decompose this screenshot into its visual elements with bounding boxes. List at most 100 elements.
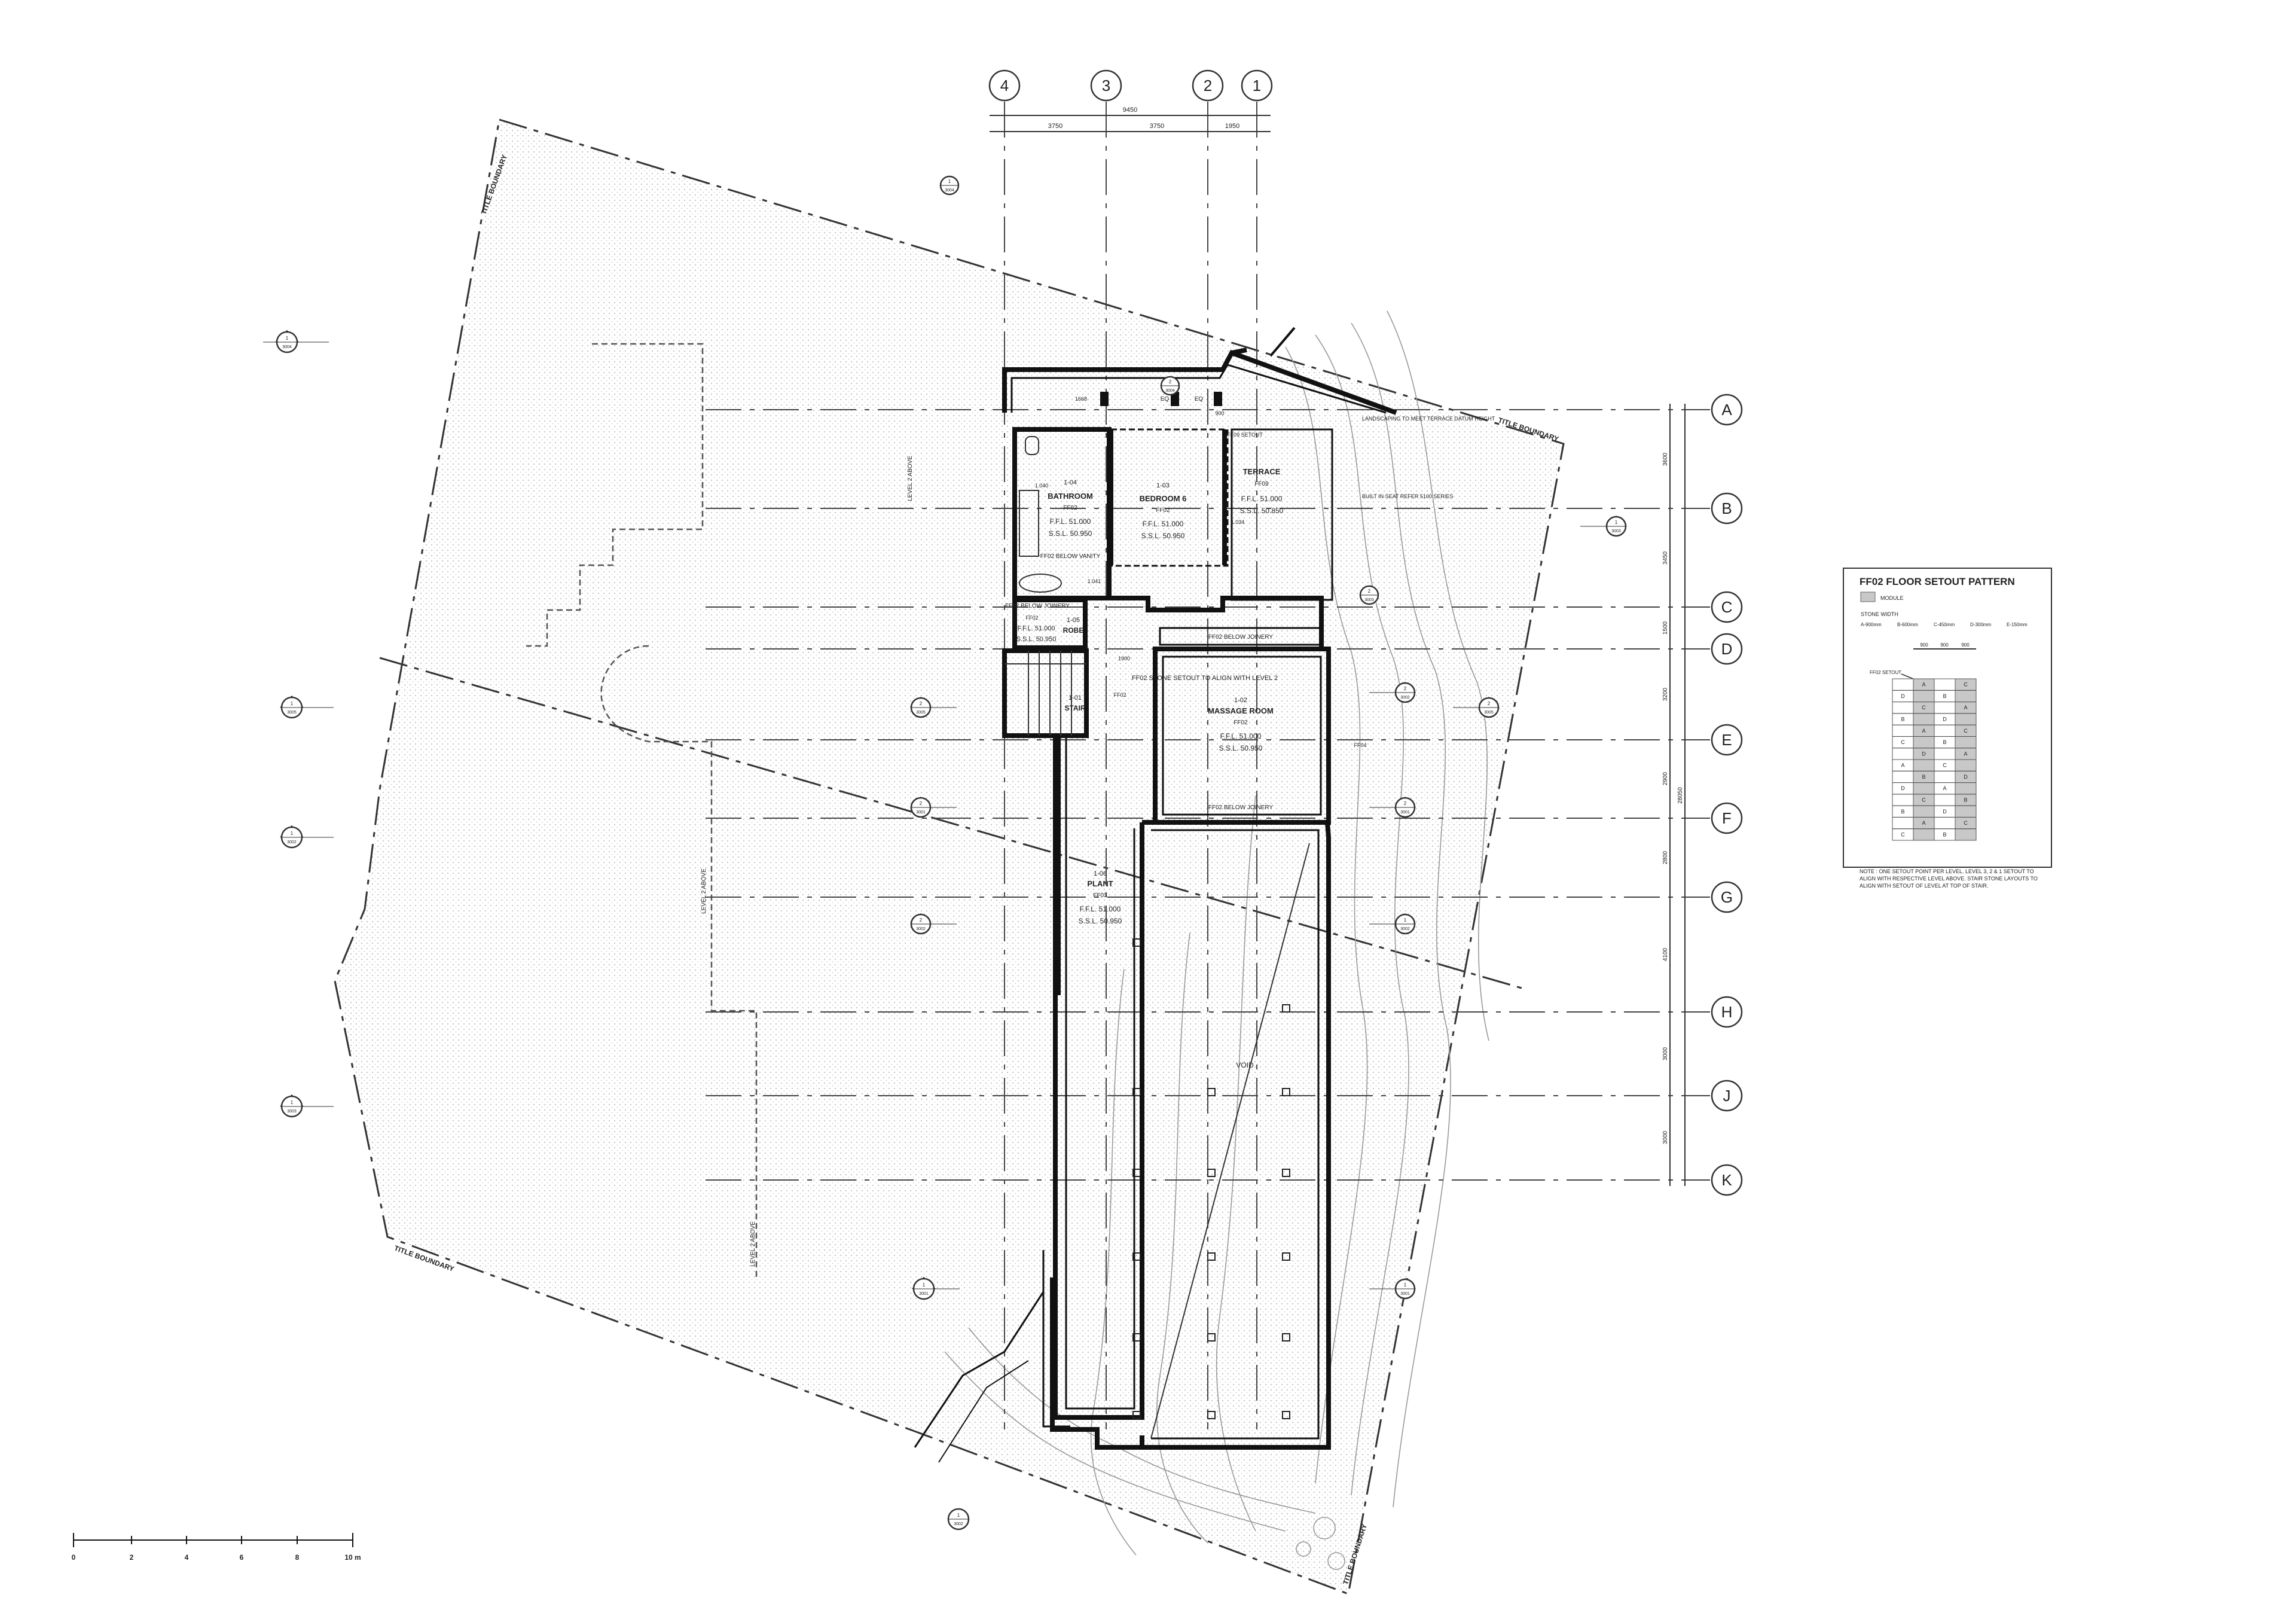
svg-text:1: 1	[948, 179, 951, 184]
grid-bubble-H: H	[1711, 996, 1743, 1028]
room-stair: 1-01 STAIR	[1064, 694, 1085, 712]
svg-text:BATHROOM: BATHROOM	[1048, 492, 1093, 501]
svg-text:3003: 3003	[1611, 529, 1621, 533]
svg-text:LANDSCAPING TO MEET TERRACE DA: LANDSCAPING TO MEET TERRACE DATUM HEIGHT	[1362, 416, 1495, 422]
svg-text:F.F.L. 51.000: F.F.L. 51.000	[1080, 905, 1121, 913]
svg-text:BUILT IN SEAT REFER 5100 SERIE: BUILT IN SEAT REFER 5100 SERIES	[1362, 493, 1453, 499]
svg-text:3001: 3001	[1400, 1292, 1410, 1296]
module-label: MODULE	[1880, 595, 1904, 601]
svg-text:FF02 BELOW VANITY: FF02 BELOW VANITY	[1040, 553, 1101, 560]
scale-bar: 0 2 4 6 8 10 m	[72, 1533, 361, 1562]
room-terrace: TERRACE FF09 F.F.L. 51.000 S.S.L. 50.850	[1240, 467, 1284, 515]
svg-text:3005: 3005	[287, 711, 297, 715]
svg-text:H: H	[1721, 1003, 1733, 1021]
svg-text:1.041: 1.041	[1088, 578, 1101, 584]
svg-text:3750: 3750	[1150, 123, 1164, 130]
pattern-cell-label: B	[1964, 797, 1967, 803]
svg-text:900: 900	[1940, 642, 1949, 648]
section-mark: 1 3001	[912, 1277, 960, 1300]
svg-text:2: 2	[1169, 379, 1172, 385]
svg-text:EQ: EQ	[1161, 396, 1170, 403]
pattern-cell-label: C	[1964, 682, 1968, 688]
section-mark: 2 3004	[1160, 376, 1180, 396]
pattern-cell-label: D	[1922, 751, 1926, 757]
svg-text:3002: 3002	[1400, 696, 1410, 700]
legend-note: NOTE : ONE SETOUT POINT PER LEVEL. LEVEL…	[1860, 868, 2038, 889]
svg-text:3002: 3002	[1400, 927, 1410, 931]
topography-lines	[944, 310, 1489, 1570]
svg-text:A: A	[1721, 401, 1732, 419]
svg-text:STAIR: STAIR	[1064, 704, 1085, 712]
svg-text:3001: 3001	[919, 1292, 929, 1296]
svg-text:FF02: FF02	[1234, 719, 1248, 726]
level-2-above-label-b: LEVEL 2 ABOVE	[701, 868, 707, 914]
svg-text:1: 1	[291, 701, 294, 706]
svg-text:1: 1	[1404, 917, 1407, 923]
svg-text:A-900mm: A-900mm	[1861, 622, 1882, 627]
svg-text:2: 2	[920, 701, 923, 706]
svg-text:1500: 1500	[1662, 621, 1669, 635]
grid-bubble-F: F	[1711, 802, 1743, 834]
internal-boundary	[379, 657, 1528, 991]
svg-text:FF02: FF02	[1063, 505, 1077, 511]
fixtures	[1019, 392, 1222, 593]
svg-text:S.S.L. 50.950: S.S.L. 50.950	[1049, 529, 1092, 538]
svg-text:1-04: 1-04	[1064, 479, 1077, 486]
svg-text:K: K	[1721, 1171, 1732, 1189]
svg-text:3: 3	[1102, 77, 1110, 94]
level-2-above-outline	[526, 343, 704, 647]
svg-text:9450: 9450	[1123, 106, 1137, 114]
svg-text:2: 2	[1404, 801, 1407, 806]
svg-text:S.S.L. 50.950: S.S.L. 50.950	[1219, 744, 1263, 752]
grid-bubble-4: 4	[988, 69, 1021, 102]
room-bedroom-6: 1-03 BEDROOM 6 FF02 F.F.L. 51.000 S.S.L.…	[1140, 482, 1187, 540]
svg-text:3005: 3005	[916, 711, 926, 715]
pattern-cell-label: C	[1901, 831, 1905, 837]
row-bubbles: A B C D E F G H J K	[1711, 394, 1743, 1196]
column-dimensions: 9450 3750 3750 1950	[990, 106, 1271, 132]
pattern-cell-label: B	[1901, 717, 1904, 722]
svg-text:1-01: 1-01	[1068, 694, 1082, 702]
svg-text:900: 900	[1961, 642, 1970, 648]
pattern-cell	[1955, 828, 1977, 841]
grid-bubble-3: 3	[1090, 69, 1122, 102]
grid-bubble-1: 1	[1241, 69, 1273, 102]
svg-text:3004: 3004	[1165, 389, 1175, 393]
legend-box: FF02 FLOOR SETOUT PATTERN MODULE STONE W…	[1843, 568, 2052, 868]
svg-text:3001: 3001	[916, 810, 926, 815]
module-swatch	[1860, 592, 1876, 602]
pattern-cell-label: A	[1901, 763, 1904, 769]
svg-text:3450: 3450	[1662, 551, 1669, 565]
pattern-cell-label: A	[1922, 682, 1925, 688]
svg-text:B: B	[1721, 499, 1732, 517]
svg-text:3200: 3200	[1662, 687, 1669, 701]
svg-text:FF02 BELOW JOINERY: FF02 BELOW JOINERY	[1208, 804, 1274, 811]
svg-text:3001: 3001	[1400, 810, 1410, 815]
room-bathroom: 1-04 BATHROOM FF02 F.F.L. 51.000 S.S.L. …	[1040, 479, 1101, 560]
svg-text:1900: 1900	[1118, 655, 1130, 661]
svg-text:1: 1	[1253, 77, 1261, 94]
svg-text:FF09 SETOUT: FF09 SETOUT	[1227, 432, 1263, 438]
pattern-cell-label: C	[1964, 728, 1968, 734]
grid-bubble-K: K	[1711, 1164, 1743, 1196]
room-robe: FF02 BELOW JOINERY 1-05 ROBE FF02 F.F.L.…	[1005, 603, 1083, 643]
svg-text:E: E	[1721, 731, 1732, 749]
pattern-cell-label: C	[1964, 820, 1968, 826]
svg-text:3002: 3002	[287, 840, 297, 844]
svg-text:TERRACE: TERRACE	[1243, 467, 1281, 476]
svg-text:3750: 3750	[1048, 123, 1062, 130]
svg-text:1-05: 1-05	[1067, 617, 1080, 624]
row-dimensions: 3600 3450 1500 3200 2900 2800 4100 3000 …	[1662, 404, 1686, 1186]
void-columns	[1132, 938, 1290, 1419]
svg-text:1: 1	[923, 1282, 926, 1288]
svg-text:S.S.L. 50.850: S.S.L. 50.850	[1240, 507, 1284, 515]
svg-text:D: D	[1721, 640, 1733, 658]
pattern-cell-label: C	[1901, 739, 1905, 745]
pattern-cell-label: B	[1943, 693, 1946, 699]
svg-text:EQ: EQ	[1195, 396, 1204, 403]
